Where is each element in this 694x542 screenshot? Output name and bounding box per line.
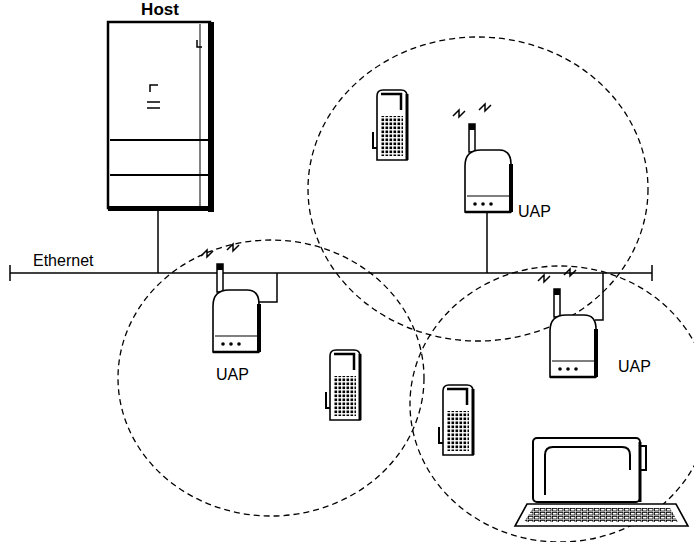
access-point — [201, 244, 259, 352]
access-point — [453, 104, 511, 212]
host-node: Host — [139, 0, 181, 20]
handheld-terminal — [439, 385, 473, 455]
device-label: Host — [139, 0, 181, 20]
network-label: Ethernet — [31, 251, 95, 271]
access-point-label: UAP — [616, 357, 653, 377]
access-point-node: UAP — [616, 357, 653, 377]
access-point-label: UAP — [214, 365, 251, 385]
host-server — [108, 22, 214, 212]
handheld-terminal — [373, 90, 407, 160]
personal-computer — [515, 438, 688, 526]
access-point-node: UAP — [516, 202, 553, 222]
handheld-terminal — [326, 350, 360, 420]
access-point — [538, 269, 596, 377]
access-point-node: UAP — [214, 365, 251, 385]
access-point-label: UAP — [516, 202, 553, 222]
